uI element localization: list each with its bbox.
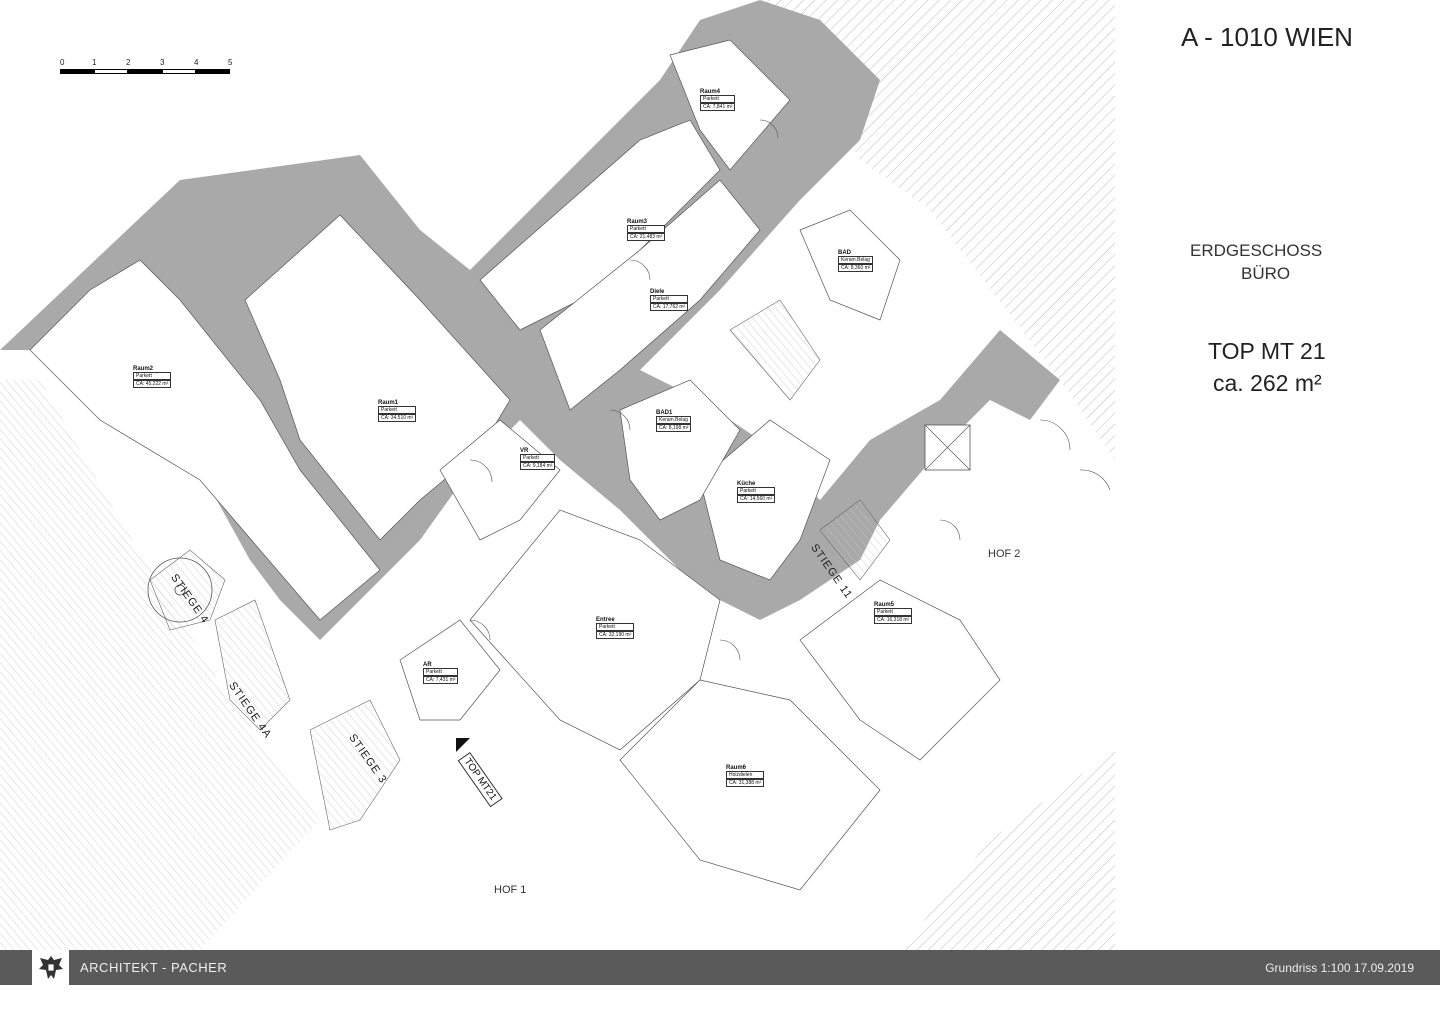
scale-tick: 1	[92, 58, 97, 67]
austrian-eagle-logo	[32, 950, 69, 985]
room-label-raum5: Raum5 Parkett CA: 16,318 m²	[874, 602, 913, 624]
door-swings	[469, 119, 1111, 661]
courtyard-label: HOF 1	[494, 884, 527, 896]
room-label-bad: BAD Keram.Belag CA: 8,360 m²	[838, 250, 874, 272]
scale-tick: 2	[126, 58, 131, 67]
room-label-ar: AR Parkett CA: 7,431 m²	[423, 662, 459, 684]
room-label-raum4: Raum4 Parkett CA: 7,841 m²	[700, 89, 736, 111]
room-label-bad1: BAD1 Keram.Belag CA: 8,198 m²	[656, 410, 692, 432]
room-label-kueche: Küche Parkett CA: 14,560 m²	[737, 481, 776, 503]
room-label-raum1: Raum1 Parkett CA: 34,510 m²	[378, 400, 417, 422]
unit-entry-tag	[456, 738, 470, 752]
architect-office: ARCHITEKT - PACHER	[80, 960, 228, 975]
room-label-vr: VR Parkett CA: 9,184 m²	[520, 448, 556, 470]
footer-bar: ARCHITEKT - PACHER Grundriss 1:100 17.09…	[0, 950, 1440, 985]
scale-bar-ticks: 0 1 2 3 4 5	[60, 58, 233, 68]
rooms-outline	[29, 39, 1001, 891]
neighbour-area-bottom-right	[900, 750, 1115, 950]
scale-tick: 0	[60, 58, 65, 67]
eagle-icon	[38, 955, 63, 979]
room-label-raum3: Raum3 Parkett CA: 21,483 m²	[627, 219, 666, 241]
room-label-raum6: Raum6 Holzdielen CA: 31,388 m²	[726, 765, 765, 787]
floor-plan: 0 1 2 3 4 5 Raum4 Parkett CA: 7,841 m² R…	[0, 0, 1115, 950]
unit-name: TOP MT 21	[1208, 338, 1326, 364]
courtyard-label: HOF 2	[988, 548, 1021, 560]
scale-tick: 3	[160, 58, 165, 67]
scale-bar-segments	[60, 69, 230, 74]
scale-tick: 4	[194, 58, 199, 67]
title-panel: A - 1010 WIEN ERDGESCHOSS BÜRO TOP MT 21…	[1115, 0, 1440, 950]
spiral-stair	[147, 557, 213, 623]
room-label-entree: Entree Parkett CA: 32,190 m²	[596, 617, 635, 639]
unit-area: ca. 262 m²	[1213, 370, 1322, 396]
address: A - 1010 WIEN	[1181, 22, 1353, 52]
floor-name: ERDGESCHOSS	[1190, 241, 1323, 260]
room-label-diele: Diele Parkett CA: 17,762 m²	[650, 289, 689, 311]
entry-arrow-icon	[456, 738, 470, 752]
scale-bar: 0 1 2 3 4 5	[60, 58, 233, 74]
stairs-drawing	[149, 299, 891, 831]
neighbour-area-left	[0, 380, 320, 950]
room-label-raum2: Raum2 Parkett CA: 45,222 m²	[133, 366, 172, 388]
floor-use: BÜRO	[1241, 264, 1291, 283]
scale-tick: 5	[228, 58, 233, 67]
floor-plan-drawing	[0, 0, 1115, 950]
plan-info: Grundriss 1:100 17.09.2019	[1265, 961, 1414, 975]
